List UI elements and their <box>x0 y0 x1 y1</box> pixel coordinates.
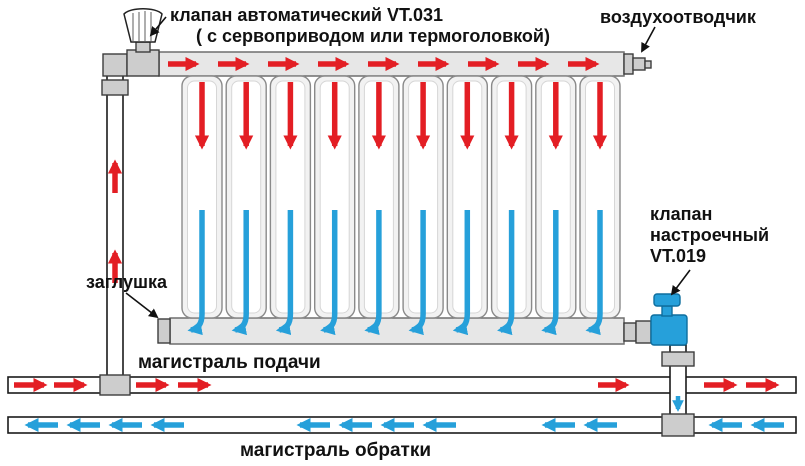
callout-arrows <box>125 16 691 319</box>
radiator-section <box>492 76 532 330</box>
label-supply-main: магистраль подачи <box>138 352 321 373</box>
label-valve-setting-line3: VT.019 <box>650 246 706 266</box>
radiator-section <box>359 76 399 330</box>
radiator-section <box>403 76 443 330</box>
valve-stem <box>135 41 151 53</box>
radiator-section <box>580 76 620 330</box>
label-plug: заглушка <box>86 272 168 292</box>
setting-valve-body <box>650 314 688 346</box>
plug-pointer-arrow <box>125 292 159 319</box>
label-valve-setting-line2: настроечный <box>650 225 769 245</box>
valve-union-nut <box>635 320 652 344</box>
label-valve-setting-line1: клапан <box>650 204 712 224</box>
riser-elbow-fitting <box>102 53 128 77</box>
supply-riser-pipe <box>106 61 124 394</box>
supply-tee-fitting <box>99 374 131 396</box>
plug-end-cap <box>157 318 171 344</box>
valve-setting-pointer-arrow <box>670 269 691 296</box>
setting-valve-cap <box>653 293 681 307</box>
radiator <box>182 76 620 330</box>
radiator-section <box>182 76 222 330</box>
label-air-vent: воздухоотводчик <box>600 7 757 27</box>
return-elbow-fitting <box>661 413 695 437</box>
label-return-main: магистраль обратки <box>240 440 431 461</box>
label-valve-auto-line1: клапан автоматический VT.031 <box>170 5 443 25</box>
radiator-section <box>447 76 487 330</box>
thermostatic-head <box>123 8 163 43</box>
setting-valve-stem <box>661 305 673 317</box>
setting-valve-vt019-assembly <box>623 293 695 437</box>
collector-outlet-fitting <box>623 322 637 342</box>
air-vent-pointer-arrow <box>641 26 656 53</box>
automatic-valve-vt031 <box>102 8 163 77</box>
valve-auto-pointer-arrow <box>149 16 167 37</box>
riser-coupling-fitting <box>101 79 129 96</box>
radiator-section <box>315 76 355 330</box>
valve-body <box>126 49 160 77</box>
label-valve-auto-line2: ( с сервоприводом или термоголовкой) <box>196 26 550 46</box>
radiator-section <box>270 76 310 330</box>
air-vent <box>623 53 652 75</box>
radiator-section <box>536 76 576 330</box>
radiator-section <box>226 76 266 330</box>
drop-pipe-coupling <box>661 351 695 367</box>
